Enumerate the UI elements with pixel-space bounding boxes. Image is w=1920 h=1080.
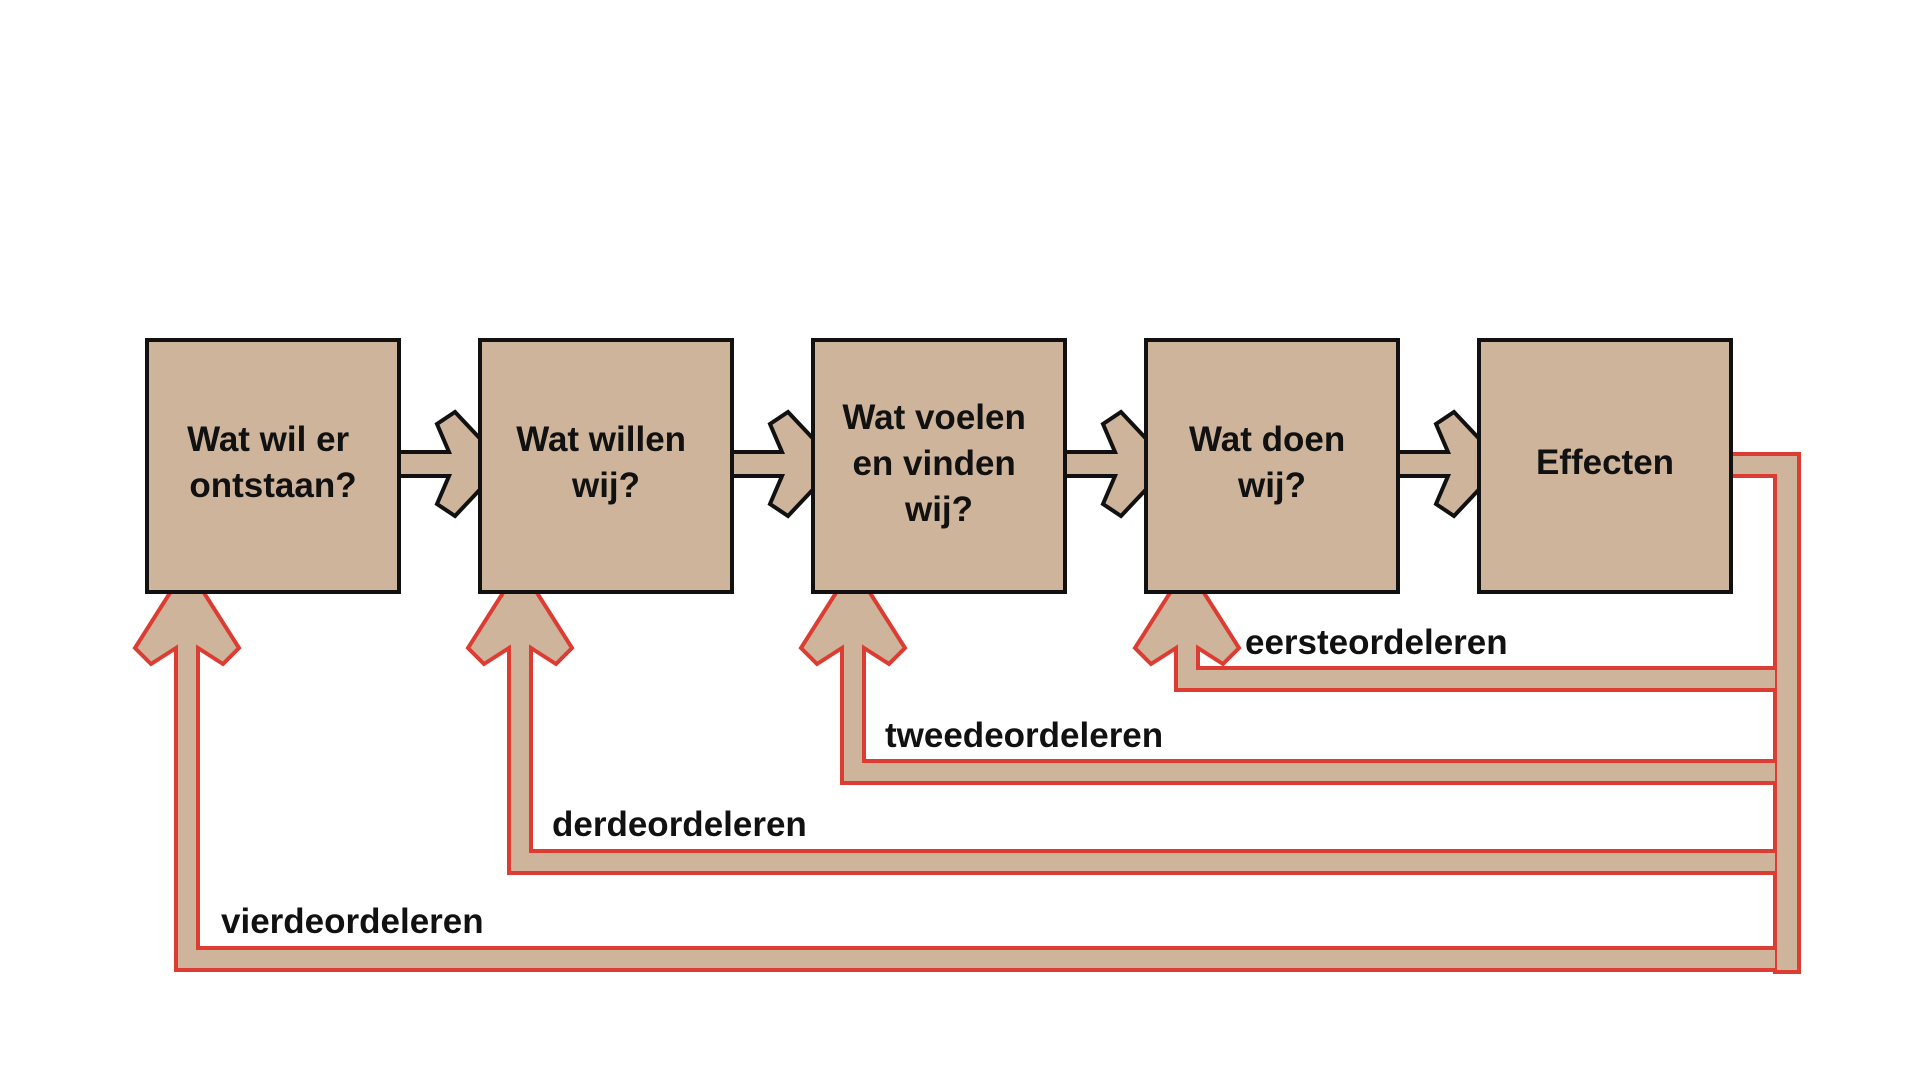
loop-label-vierdeordeleren: vierdeordeleren: [221, 902, 484, 941]
box-wat-voelen-en-vinden-wij: Wat voelen en vinden wij?: [811, 338, 1067, 594]
svg-text:Wat voelen en vinden: Wat voelen en vinden wij?: [842, 398, 1035, 529]
feedback-loop-arrow-4: [132, 562, 1779, 972]
box-wat-doen-wij: Wat doen wij?: [1144, 338, 1400, 594]
loop-label-derdeordeleren: derdeordeleren: [552, 805, 807, 844]
svg-text:Wat wil er ontstaan?: Wat wil er ontstaan?: [187, 420, 359, 505]
svg-text:Effecten: Effecten: [1536, 443, 1674, 482]
feedback-loop-arrow-1: [1132, 562, 1779, 692]
svg-text:Wat doen wij?: Wat doen wij?: [1189, 420, 1355, 505]
feedback-loop-arrow-2: [798, 562, 1779, 785]
loop-label-tweedeordeleren: tweedeordeleren: [885, 716, 1163, 755]
box-label-line: Wat voelen: [842, 398, 1025, 437]
box-wat-willen-wij: Wat willen wij?: [478, 338, 734, 594]
box-effecten: Effecten: [1477, 338, 1733, 594]
box-label-line: Wat doen: [1189, 420, 1345, 459]
feedback-loop-arrow-3: [465, 562, 1779, 875]
feedback-loops: [132, 452, 1801, 974]
box-label-line: en vinden: [852, 444, 1015, 483]
box-label-line: Effecten: [1536, 443, 1674, 482]
feedback-trunk-fill: [1777, 478, 1797, 970]
box-label-line: wij?: [571, 466, 640, 505]
box-label-line: ontstaan?: [189, 466, 356, 505]
box-label-line: Wat willen: [516, 420, 686, 459]
svg-text:Wat willen wij?: Wat willen wij?: [516, 420, 696, 505]
box-label-line: wij?: [904, 490, 973, 529]
box-label-line: wij?: [1237, 466, 1306, 505]
loop-label-eersteordeleren: eersteordeleren: [1245, 623, 1508, 662]
box-label-line: Wat wil er: [187, 420, 349, 459]
box-wat-wil-er-ontstaan: Wat wil er ontstaan?: [145, 338, 401, 594]
